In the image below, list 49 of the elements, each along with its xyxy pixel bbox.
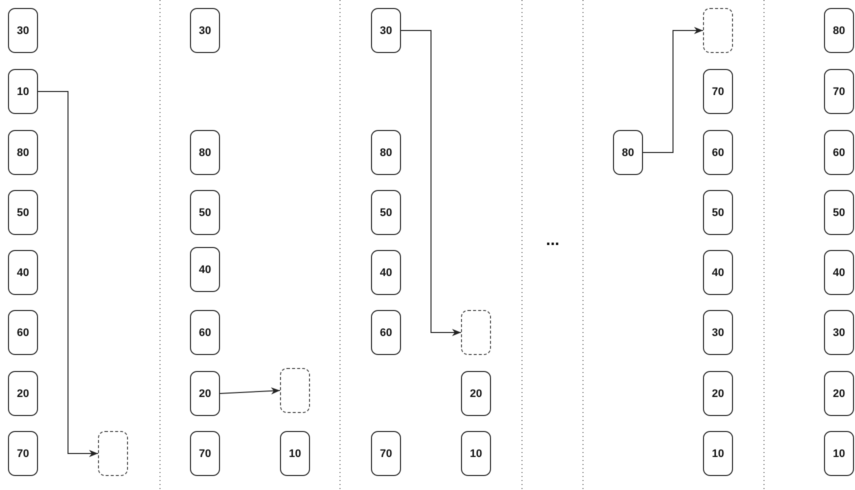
value-box: 50 [824, 190, 854, 235]
empty-slot-box [703, 8, 733, 53]
value-box: 30 [824, 310, 854, 355]
value-box: 60 [371, 310, 401, 355]
value-box: 10 [8, 69, 38, 114]
arrow [220, 387, 280, 395]
value-box: 40 [824, 250, 854, 295]
value-box: 20 [824, 371, 854, 416]
value-box: 70 [703, 69, 733, 114]
value-box: 50 [190, 190, 220, 235]
value-box: 10 [461, 431, 491, 476]
value-box: 80 [371, 130, 401, 175]
value-box: 70 [190, 431, 220, 476]
value-box: 20 [8, 371, 38, 416]
value-box: 40 [8, 250, 38, 295]
value-box: 80 [613, 130, 643, 175]
empty-slot-box [461, 310, 491, 355]
arrow [38, 91, 98, 458]
value-box: 70 [824, 69, 854, 114]
value-box: 20 [703, 371, 733, 416]
value-box: 50 [703, 190, 733, 235]
value-box: 70 [371, 431, 401, 476]
value-box: 10 [824, 431, 854, 476]
value-box: 40 [190, 247, 220, 292]
arrow [400, 30, 462, 336]
ellipsis-text: ... [546, 232, 560, 250]
empty-slot-box [280, 368, 310, 413]
value-box: 80 [190, 130, 220, 175]
value-box: 10 [280, 431, 310, 476]
value-box: 10 [703, 431, 733, 476]
value-box: 60 [8, 310, 38, 355]
arrow [642, 26, 704, 153]
value-box: 30 [8, 8, 38, 53]
value-box: 60 [824, 130, 854, 175]
value-box: 40 [371, 250, 401, 295]
value-box: 70 [8, 431, 38, 476]
value-box: 80 [824, 8, 854, 53]
value-box: 30 [371, 8, 401, 53]
value-box: 20 [461, 371, 491, 416]
value-box: 40 [703, 250, 733, 295]
value-box: 80 [8, 130, 38, 175]
value-box: 20 [190, 371, 220, 416]
value-box: 30 [703, 310, 733, 355]
value-box: 60 [190, 310, 220, 355]
value-box: 50 [8, 190, 38, 235]
value-box: 50 [371, 190, 401, 235]
value-box: 60 [703, 130, 733, 175]
empty-slot-box [98, 431, 128, 476]
value-box: 30 [190, 8, 220, 53]
